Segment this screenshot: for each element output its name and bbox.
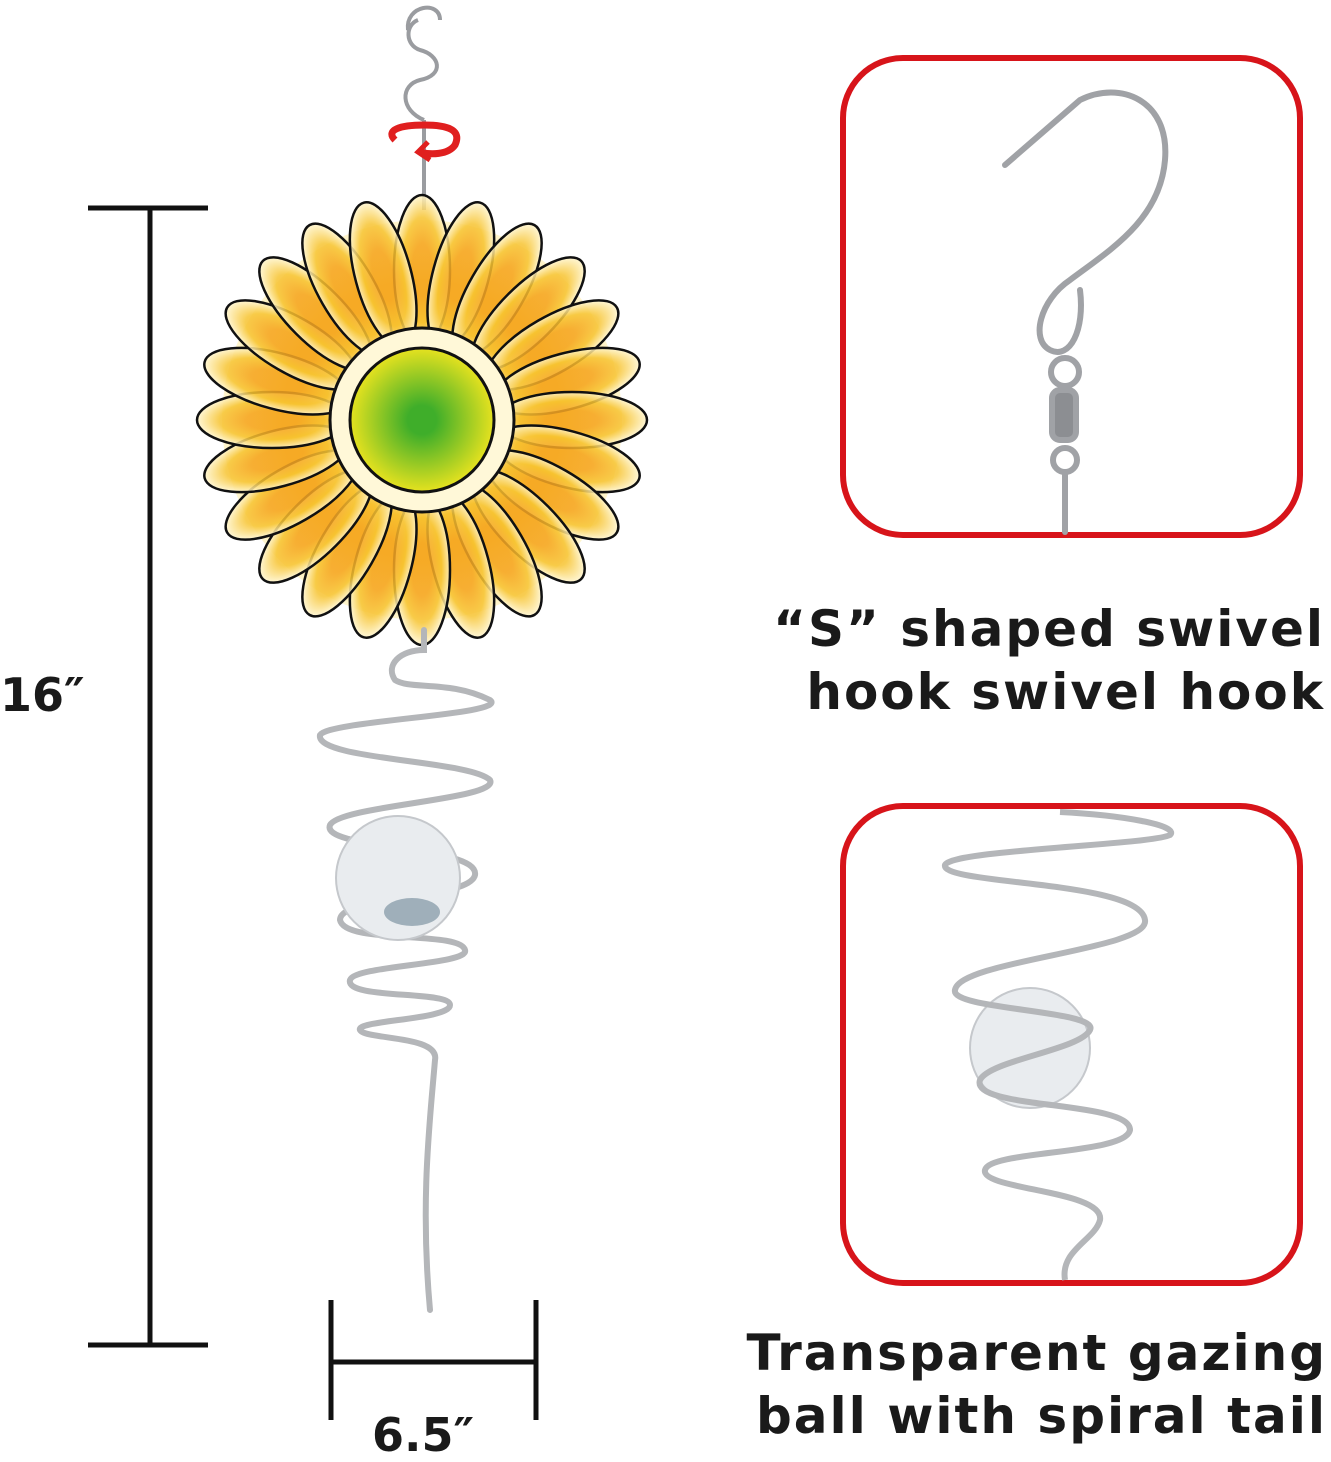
width-label: 6.5″ [372,1408,475,1462]
flower-center [348,346,496,494]
ball-detail-frame [840,803,1303,1286]
height-dimension-line [88,205,208,1348]
spiral-tail [317,627,495,1313]
ball-caption: Transparent gazing ball with spiral tail [746,1322,1327,1448]
ball-detail-image [942,809,1175,1281]
hook-caption-line2: hook swivel hook [806,663,1325,721]
s-hook [403,5,442,210]
rotate-arrow-icon [388,121,461,163]
ball-caption-line2: ball with spiral tail [755,1387,1327,1445]
sunflower-ornament [195,193,649,647]
width-dimension-line [328,1300,539,1420]
hook-detail-image [1002,89,1169,535]
gazing-ball [335,815,461,941]
ball-caption-line1: Transparent gazing [746,1324,1327,1382]
height-label: 16″ [0,668,85,722]
hook-caption-line1: “S” shaped swivel [773,600,1325,658]
hook-caption: “S” shaped swivel hook swivel hook [773,598,1325,724]
hook-detail-frame [840,55,1303,538]
